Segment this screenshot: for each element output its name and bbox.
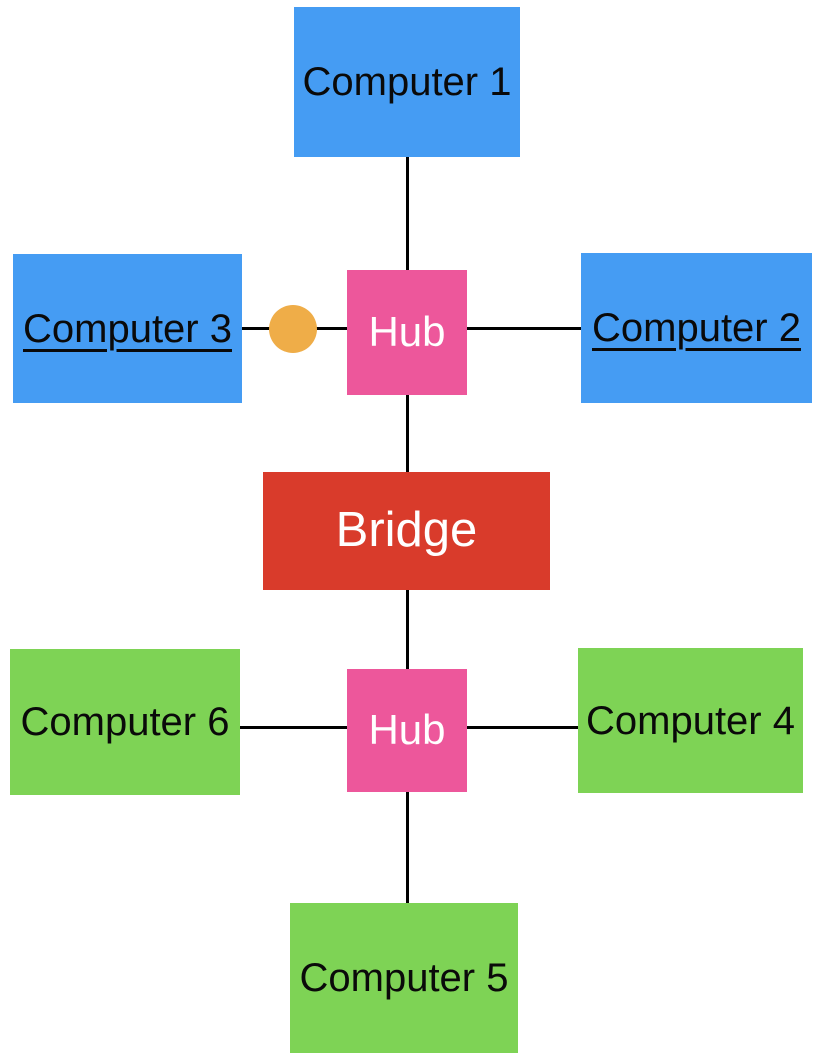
node-hub-top-label: Hub [368,308,446,356]
node-computer-4-label: Computer 4 [586,698,795,743]
node-computer-1[interactable]: Computer 1 [294,7,520,157]
edge-hub-top-bridge [406,395,409,472]
edge-computer1-hub-top [406,157,409,270]
node-bridge[interactable]: Bridge [263,472,550,590]
node-hub-bottom-label: Hub [368,706,446,754]
node-computer-6-label: Computer 6 [20,700,230,744]
edge-hub-bottom-computer5 [406,792,409,903]
node-computer-6[interactable]: Computer 6 [10,649,240,795]
node-computer-3[interactable]: Computer 3 [13,254,242,403]
node-computer-2-label: Computer 2 [592,306,801,350]
edge-computer6-hub-bottom [240,726,347,729]
node-computer-4[interactable]: Computer 4 [578,648,803,793]
node-computer-3-label: Computer 3 [23,306,232,351]
edge-hub-bottom-computer4 [467,726,578,729]
token-circle[interactable] [269,305,317,353]
node-computer-1-label: Computer 1 [302,60,512,104]
node-hub-bottom[interactable]: Hub [347,669,467,792]
node-computer-5-label: Computer 5 [299,956,509,1000]
node-computer-2[interactable]: Computer 2 [581,253,812,403]
edge-bridge-hub-bottom [406,590,409,669]
node-computer-5[interactable]: Computer 5 [290,903,518,1053]
node-hub-top[interactable]: Hub [347,270,467,395]
edge-hub-top-computer2 [467,327,581,330]
node-bridge-label: Bridge [335,503,478,558]
